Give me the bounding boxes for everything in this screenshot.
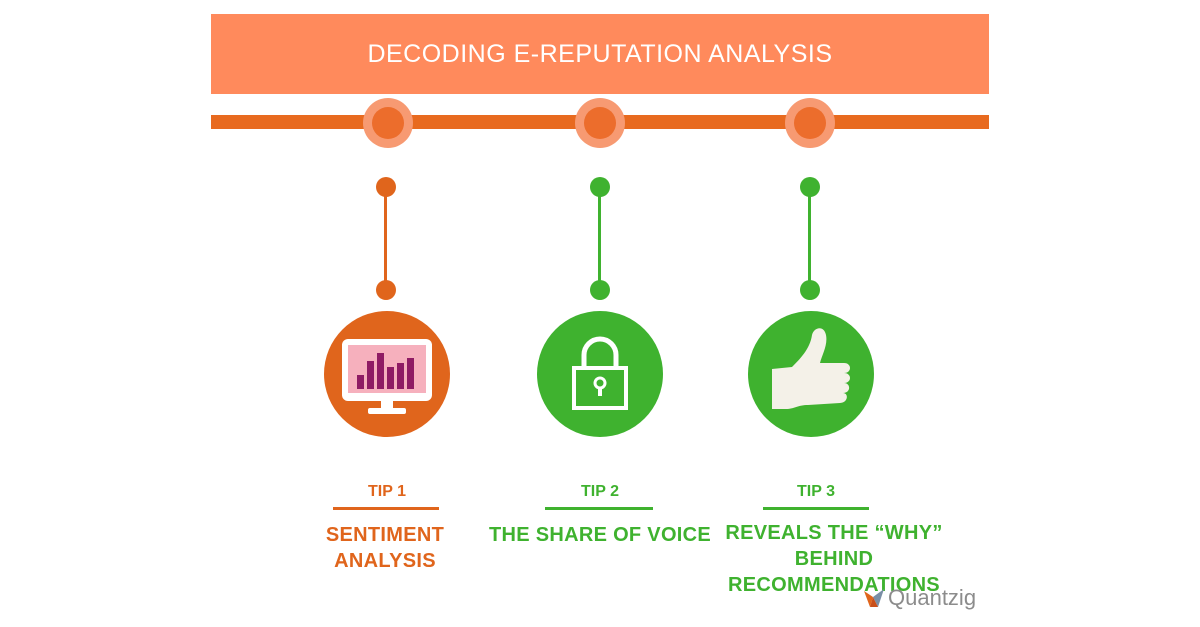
tip-1-label: TIP 1 — [368, 483, 406, 500]
connector-top-dot — [800, 177, 820, 197]
tip-2-text: THE SHARE OF VOICE — [488, 524, 712, 546]
logo-text: Quantzig — [888, 585, 977, 610]
connector-bottom-dot — [800, 280, 820, 300]
page-title: DECODING E-REPUTATION ANALYSIS — [367, 39, 833, 68]
connector-stem — [808, 194, 811, 282]
title-banner: DECODING E-REPUTATION ANALYSIS — [211, 14, 989, 94]
tip-1-icon-circle — [324, 311, 450, 437]
timeline-node-2 — [575, 98, 625, 148]
tip-3-underline — [763, 507, 869, 510]
timeline-node-3 — [785, 98, 835, 148]
tip-1-text: SENTIMENT ANALYSIS — [325, 524, 445, 572]
monitor-chart-icon — [342, 339, 432, 414]
connector-stem — [384, 194, 387, 282]
tip-3-text: REVEALS THE “WHY” BEHIND RECOMMENDATIONS — [725, 522, 943, 596]
quantzig-logo: Quantzig — [862, 584, 976, 612]
quantzig-logo-icon — [864, 589, 884, 607]
padlock-icon — [572, 336, 628, 410]
connector-top-dot — [376, 177, 396, 197]
tip-2-underline — [545, 507, 653, 510]
connector-bottom-dot — [376, 280, 396, 300]
connector-top-dot — [590, 177, 610, 197]
tip-3-label: TIP 3 — [797, 483, 835, 500]
connector-stem — [598, 194, 601, 282]
tip-2-icon-circle — [537, 311, 663, 437]
connector-bottom-dot — [590, 280, 610, 300]
tip-1-underline — [333, 507, 439, 510]
timeline-node-1 — [363, 98, 413, 148]
thumbs-up-icon — [772, 328, 850, 409]
tip-2-label: TIP 2 — [581, 483, 619, 500]
tip-3-icon-circle — [748, 311, 874, 437]
